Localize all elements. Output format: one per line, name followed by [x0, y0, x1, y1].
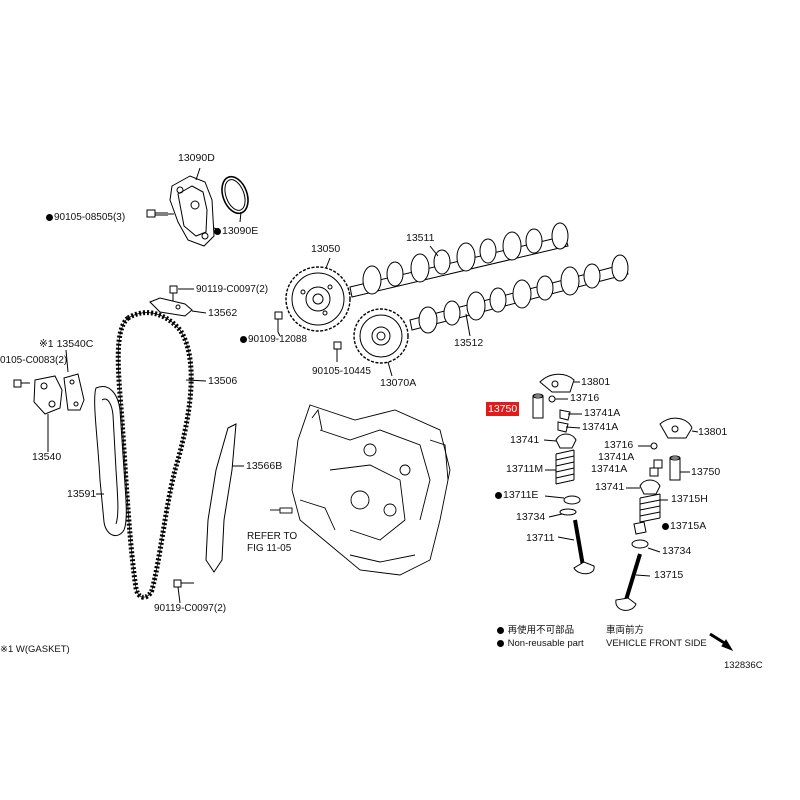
non-reusable-dot-icon: [240, 336, 247, 343]
part-label-13741A-3: 13741A: [598, 451, 635, 463]
part-label-13741A-4: 13741A: [591, 463, 628, 475]
cam-timing-gear-part: [285, 266, 351, 332]
part-label-13741-left: 13741: [510, 434, 540, 446]
valve-spring-part: [555, 449, 575, 485]
part-label-13711E: 13711E: [495, 490, 538, 501]
part-label-13715H: 13715H: [671, 493, 708, 505]
engine-block-part: [270, 404, 451, 576]
valve-part: [615, 553, 642, 611]
non-reusable-dot-icon: [497, 640, 504, 647]
highlighted-part-number: 13750: [486, 402, 520, 416]
part-label-90109: 90109-12088: [240, 334, 307, 345]
part-label-13070A: 13070A: [380, 377, 417, 389]
part-label-13801-left: 13801: [581, 376, 611, 388]
part-label-13741-right: 13741: [595, 481, 625, 493]
exhaust-camshaft-part: [409, 254, 629, 334]
rocker-arm-part: [659, 417, 693, 439]
non-reusable-dot-icon: [495, 492, 502, 499]
part-label-90119-top: 90119-C0097(2): [196, 284, 269, 295]
bolt-part: [173, 579, 194, 588]
bolt-part: [274, 311, 283, 332]
refer-label-line1: REFER TO: [247, 531, 298, 542]
chain-damper-part: [205, 423, 237, 573]
part-label-13734-right: 13734: [662, 545, 692, 557]
part-label-13090E: 13090E: [214, 226, 258, 237]
bolt-part: [13, 379, 30, 388]
footnote: ※1 W(GASKET): [0, 644, 70, 655]
part-label-13540: 13540: [32, 451, 62, 463]
part-label-13566B: 13566B: [246, 460, 283, 472]
legend-front-jp: 車両前方: [606, 625, 645, 636]
part-label-13715: 13715: [654, 569, 684, 581]
legend-nonreusable-en: Non-reusable part: [497, 638, 584, 650]
part-label-13734-left: 13734: [516, 511, 546, 523]
timing-chain-part: [115, 310, 194, 600]
part-label-13591: 13591: [67, 488, 97, 500]
o-ring-part: [221, 175, 249, 215]
part-label-13511: 13511: [406, 232, 435, 244]
part-label-90119-bottom: 90119-C0097(2): [154, 603, 227, 614]
intake-camshaft-part: [349, 222, 569, 298]
part-label-13741A-2: 13741A: [582, 421, 619, 433]
part-label-13050: 13050: [311, 243, 341, 255]
chain-tensioner-part: [33, 373, 85, 415]
figure-code: 132836C: [724, 660, 763, 671]
part-label-13562: 13562: [208, 307, 238, 319]
legend-nonreusable-jp: 再使用不可部品: [497, 625, 574, 637]
bolt-part: [333, 341, 342, 362]
part-label-13090D: 13090D: [178, 152, 215, 164]
part-label-13716-left: 13716: [570, 392, 600, 404]
part-label-13715A: 13715A: [662, 521, 706, 532]
timing-cover-part: [169, 175, 215, 247]
part-label-13506: 13506: [208, 375, 238, 387]
part-label-13512: 13512: [454, 337, 484, 349]
exhaust-cam-gear-part: [353, 308, 409, 364]
part-label-13711: 13711: [526, 532, 555, 544]
part-label-90105-10445: 90105-10445: [312, 366, 371, 377]
part-label-13540C: ※1 13540C: [39, 338, 94, 350]
valve-part: [573, 519, 595, 575]
non-reusable-dot-icon: [214, 228, 221, 235]
rocker-arm-part: [539, 373, 575, 393]
part-label-13801-right: 13801: [698, 426, 728, 438]
part-label-13741A-1: 13741A: [584, 407, 621, 419]
lash-adjuster-part: [669, 455, 681, 481]
vehicle-front-arrow: [709, 632, 734, 652]
part-label-13716-right: 13716: [604, 439, 634, 451]
part-label-0105-c0083: 0105-C0083(2): [0, 355, 68, 366]
chain-guide-part: [94, 386, 127, 537]
non-reusable-dot-icon: [46, 214, 53, 221]
bracket-part: [149, 297, 193, 317]
part-label-90105-08505: 90105-08505(3): [46, 212, 125, 223]
part-label-13750-right: 13750: [691, 466, 721, 478]
legend-front-en: VEHICLE FRONT SIDE: [606, 638, 707, 649]
refer-label-line2: FIG 11-05: [247, 543, 292, 554]
valve-spring-part: [639, 493, 661, 523]
part-label-13711M: 13711M: [506, 463, 544, 475]
bolt-part: [146, 209, 168, 218]
part-label-13750-left: 13750: [486, 402, 520, 416]
lash-adjuster-part: [532, 393, 544, 419]
non-reusable-dot-icon: [662, 523, 669, 530]
non-reusable-dot-icon: [497, 627, 504, 634]
